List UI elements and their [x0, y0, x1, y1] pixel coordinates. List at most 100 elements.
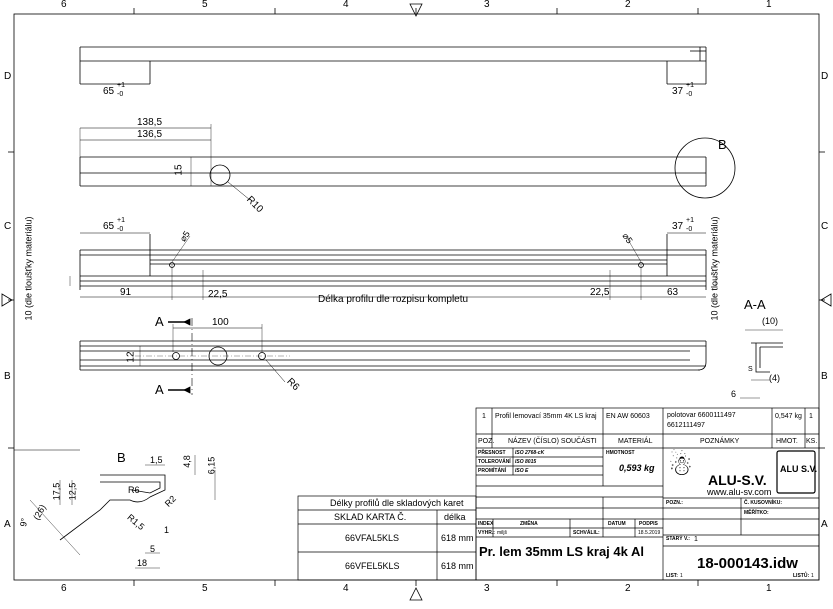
tb-h-notes: POZNÁMKY: [700, 438, 740, 445]
detail-b-shape: [14, 449, 216, 569]
tb-meritko-label: MĚŘÍTKO:: [744, 510, 769, 516]
dim-63: 63: [667, 287, 679, 298]
dim-91: 91: [120, 287, 132, 298]
section-aa-dim-4: (4): [769, 373, 780, 383]
tb-drawing-number: 18-000143.idw: [697, 555, 798, 572]
zone-row-b-right: B: [821, 371, 828, 382]
section-aa-title: A-A: [744, 297, 766, 312]
top-dim-37-tol-up: +1: [686, 82, 694, 89]
tb-logo-text: ALU S.V.: [780, 464, 818, 474]
zone-col-1: 1: [766, 0, 772, 10]
tb-row-name: Profil lemovací 35mm 4K LS kraj: [495, 413, 597, 420]
zone-col-2-bottom: 2: [625, 583, 631, 594]
tb-row-note-1: polotovar 6600111497: [667, 412, 736, 419]
tb-presnost-val: ISO 2768-cK: [515, 450, 545, 456]
tb-list-val: 1: [680, 573, 683, 579]
title-block-grid: [475, 407, 820, 581]
tb-company: ALU-S.V.: [708, 472, 767, 488]
zone-col-6: 6: [61, 0, 67, 10]
dim-100: 100: [212, 317, 229, 328]
length-note: Délka profilu dle rozpisu kompletu: [318, 294, 469, 305]
tb-date-val: 18.5.2019: [638, 530, 661, 536]
tb-website: www.alu-sv.com: [707, 487, 772, 497]
zone-row-b: B: [4, 371, 11, 382]
detail-b-title: B: [117, 450, 126, 465]
zone-row-d: D: [4, 71, 12, 82]
detail-b-dim-4-8: 4,8: [181, 455, 192, 468]
tb-row-note-2: 6612111497: [667, 422, 705, 429]
zone-row-c-right: C: [821, 221, 829, 232]
tb-promitani-val: ISO E: [515, 468, 529, 474]
company-logo: [776, 450, 816, 494]
tb-h-ks: KS.: [806, 438, 818, 445]
tb-pozn-label: POZN.:: [666, 500, 683, 506]
tb-kusovnik-label: Č. KUSOVNÍKU:: [744, 500, 783, 506]
tb-row-material: EN AW 60603: [606, 413, 650, 420]
stock-table-row-card: 66VFEL5KLS: [345, 561, 400, 571]
top-dim-37: 37: [672, 86, 684, 97]
top-dim-65-tol-up: +1: [117, 82, 125, 89]
top-dim-65-tol-dn: -0: [117, 91, 124, 98]
zone-col-3: 3: [484, 0, 490, 10]
tb-stary-label: STARÝ V.:: [666, 536, 690, 542]
detail-b-dim-1-5: 1,5: [150, 455, 163, 465]
tb-schvalil-label: SCHVÁLIL:: [573, 530, 600, 536]
detail-b-dim-9deg: 9°: [18, 517, 30, 528]
zone-row-a: A: [4, 519, 11, 530]
dim-138-5: 138,5: [137, 117, 163, 128]
tb-hmotnost-label: HMOTNOST: [606, 450, 635, 456]
stock-table-row-card: 66VFAL5KLS: [345, 533, 400, 543]
zone-col-4-bottom: 4: [343, 583, 349, 594]
third-dim-37-tol-up: +1: [686, 217, 694, 224]
third-dim-37: 37: [672, 221, 684, 232]
tb-listu-val: 1: [811, 573, 814, 579]
tb-tolerovani-label: TOLEROVÁNÍ: [478, 459, 511, 465]
tb-podpis-label: PODPIS: [639, 521, 658, 527]
tb-part-title: Pr. lem 35mm LS kraj 4k Al: [479, 544, 644, 559]
detail-b-dim-5: 5: [150, 544, 156, 554]
tb-vyhr-label: VYHR.:: [478, 530, 495, 536]
stock-table-grid: [297, 495, 477, 581]
detail-b-dim-r6: R6: [128, 485, 140, 495]
third-dim-65-tol-dn: -0: [117, 226, 124, 233]
tb-list-label: LIST:: [666, 573, 678, 579]
tb-presnost-label: PŘESNOST: [478, 450, 506, 456]
top-dim-65: 65: [103, 86, 115, 97]
detail-b-dim-12-5: 12,5: [67, 482, 78, 501]
side-note-right: 10 (dle tloušťky materiálu): [709, 216, 720, 321]
zone-row-c: C: [4, 221, 12, 232]
detail-b-dim-6-15: 6,15: [206, 456, 217, 475]
tb-mascot-icon: ☃: [668, 450, 694, 481]
stock-table-row-length: 618 mm: [441, 561, 474, 571]
tb-promitani-label: PROMÍTÁNÍ: [478, 468, 507, 474]
third-view-profile: [69, 232, 717, 300]
detail-b-dim-17-5: 17,5: [51, 482, 62, 501]
tb-tolerovani-val: ISO 8015: [515, 459, 537, 465]
tb-h-name: NÁZEV (ČÍSLO) SOUČÁSTI: [508, 438, 597, 445]
tb-index-label: INDEX: [478, 521, 494, 527]
tb-h-material: MATERIÁL: [618, 438, 653, 445]
zone-col-5-bottom: 5: [202, 583, 208, 594]
top-dim-37-tol-dn: -0: [686, 91, 693, 98]
zone-col-4: 4: [343, 0, 349, 10]
side-note-left: 10 (dle tloušťky materiálu): [23, 216, 34, 321]
dim-15: 15: [173, 164, 185, 176]
tb-row-count: 1: [809, 413, 813, 420]
stock-table-col-length: délka: [444, 512, 466, 522]
zone-col-1-bottom: 1: [766, 583, 772, 594]
zone-row-d-right: D: [821, 71, 829, 82]
zone-col-2: 2: [625, 0, 631, 10]
section-marker-bottom: A: [155, 382, 164, 397]
section-aa-dim-10: (10): [762, 316, 779, 326]
section-aa-dim-6: 6: [731, 389, 737, 399]
zone-col-6-bottom: 6: [61, 583, 67, 594]
zone-row-a-right: A: [821, 519, 828, 530]
stock-table-title: Délky profilů dle skladových karet: [330, 498, 464, 508]
third-dim-65: 65: [103, 221, 115, 232]
third-dim-65-tol-up: +1: [117, 217, 125, 224]
stock-table-row-length: 618 mm: [441, 533, 474, 543]
zone-col-3-bottom: 3: [484, 583, 490, 594]
section-view-profile: [79, 318, 707, 395]
